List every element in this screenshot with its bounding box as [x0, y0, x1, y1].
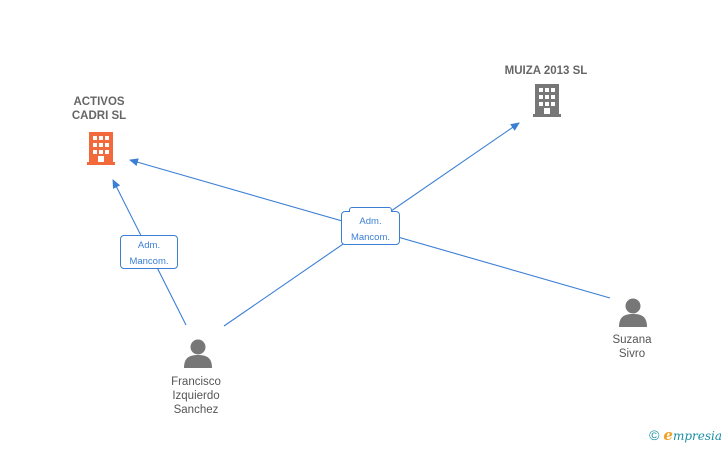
brand-wordmark: empresia: [663, 426, 722, 444]
person-icon[interactable]: [619, 298, 647, 328]
building-icon[interactable]: [87, 132, 115, 165]
edge-label-line1: Adm.: [137, 240, 161, 251]
edge-label-line1: Adm.: [359, 216, 382, 227]
edge-label-center-stacked[interactable]: Adm. Mancom.: [341, 207, 400, 245]
node-label-francisco-izquierdo-sanchez[interactable]: Francisco Izquierdo Sanchez: [171, 376, 221, 416]
edge-label-line2: Mancom.: [350, 232, 391, 243]
person-icon[interactable]: [184, 339, 212, 369]
node-label-muiza-2013[interactable]: MUIZA 2013 SL: [504, 65, 588, 77]
node-label-suzana-sivro[interactable]: Suzana Sivro: [612, 334, 652, 360]
edge-label-francisco-activos[interactable]: Adm. Mancom.: [120, 235, 178, 269]
empresia-logo[interactable]: © empresia: [649, 426, 722, 444]
building-icon[interactable]: [533, 84, 561, 117]
node-label-activos-cadri[interactable]: ACTIVOS CADRI SL: [71, 96, 127, 122]
edge-label-line2: Mancom.: [129, 256, 169, 267]
copyright-symbol: ©: [649, 427, 660, 443]
